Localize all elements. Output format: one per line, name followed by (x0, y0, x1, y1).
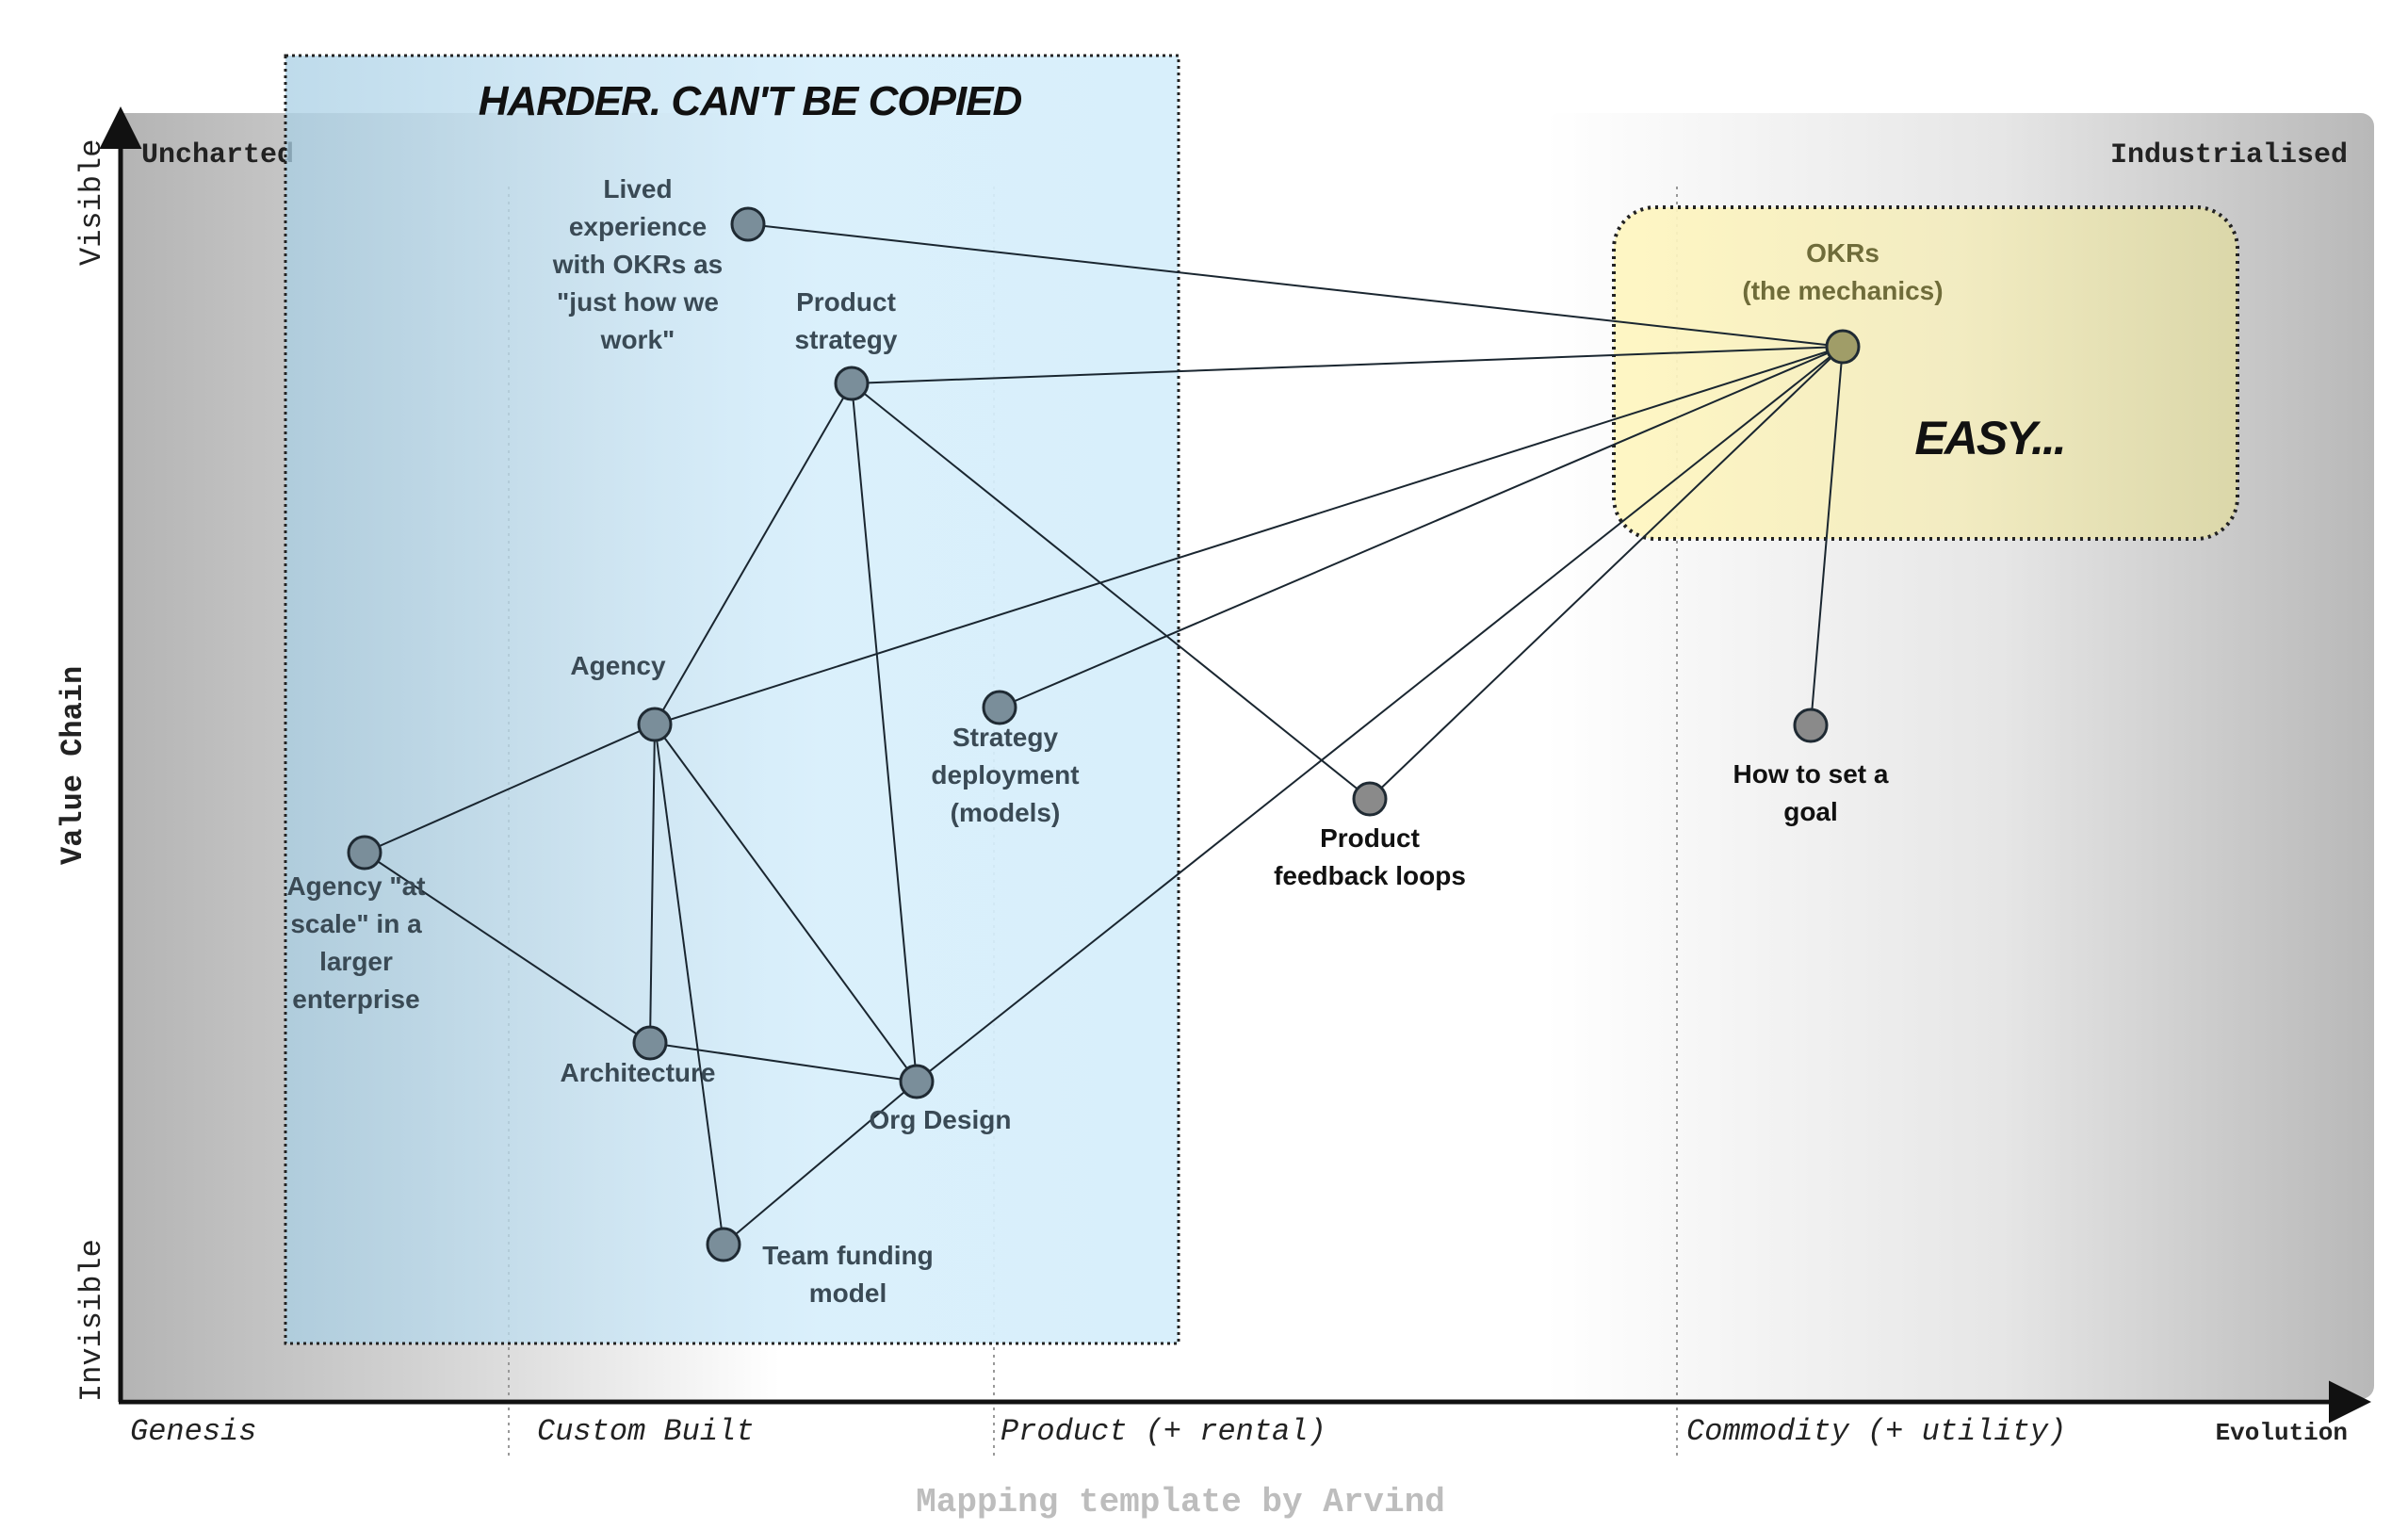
component-label-okrs: OKRs(the mechanics) (1742, 238, 1943, 305)
component-node-strategy[interactable] (834, 366, 870, 401)
component-node-agency[interactable] (637, 707, 673, 742)
component-node-architecture[interactable] (632, 1025, 668, 1061)
y-axis-visible-label: Visible (74, 139, 109, 266)
links-layer (364, 223, 1844, 1245)
stage-genesis-label: Genesis (130, 1414, 256, 1449)
component-node-funding[interactable] (706, 1227, 741, 1262)
x-axis-label: Evolution (2216, 1419, 2348, 1447)
component-node-lived[interactable] (730, 206, 766, 242)
link-agency-architecture (649, 724, 656, 1044)
link-scale-architecture (364, 852, 651, 1044)
component-agency[interactable]: Agency (570, 651, 673, 742)
component-architecture[interactable]: Architecture (561, 1025, 716, 1087)
link-lived-okrs (747, 223, 1844, 348)
component-orgdesign[interactable]: Org Design (870, 1064, 1012, 1134)
link-strategy-orgdesign (851, 382, 918, 1082)
link-orgdesign-okrs (916, 346, 1844, 1082)
link-strategy-okrs (851, 346, 1844, 384)
stage-custom-label: Custom Built (537, 1414, 754, 1449)
link-agency-scale (364, 724, 656, 854)
component-node-goal[interactable] (1793, 708, 1829, 743)
link-agency-okrs (654, 346, 1844, 725)
uncharted-label: Uncharted (141, 139, 294, 171)
footer-credit: Mapping template by Arvind (916, 1483, 1445, 1522)
link-feedback-okrs (1369, 346, 1844, 800)
link-goal-okrs (1810, 346, 1844, 726)
easy-region (1612, 205, 2239, 541)
link-agency-funding (654, 724, 724, 1245)
link-agency-orgdesign (654, 724, 918, 1082)
y-axis-invisible-label: Invisible (74, 1239, 109, 1402)
stage-product-label: Product (+ rental) (1001, 1414, 1326, 1449)
y-axis-label: Value Chain (56, 666, 90, 865)
harder-title: HARDER. CAN'T BE COPIED (479, 78, 1022, 124)
link-strategy-feedback (851, 382, 1371, 800)
link-strategy-agency (654, 382, 853, 725)
link-architecture-orgdesign (649, 1042, 918, 1082)
easy-title: EASY... (1914, 412, 2064, 464)
component-node-orgdesign[interactable] (899, 1064, 935, 1099)
link-deployment-okrs (999, 346, 1844, 708)
component-label-architecture: Architecture (561, 1058, 716, 1087)
stage-commodity-label: Commodity (+ utility) (1686, 1414, 2066, 1449)
component-node-okrs[interactable] (1825, 329, 1861, 365)
component-label-agency: Agency (570, 651, 666, 680)
industrialised-label: Industrialised (2110, 139, 2348, 171)
link-orgdesign-funding (723, 1081, 918, 1245)
component-node-feedback[interactable] (1352, 781, 1388, 817)
component-node-deployment[interactable] (982, 690, 1017, 725)
component-label-orgdesign: Org Design (870, 1105, 1012, 1134)
component-node-scale[interactable] (347, 835, 382, 871)
component-okrs[interactable]: OKRs(the mechanics) (1742, 238, 1944, 365)
